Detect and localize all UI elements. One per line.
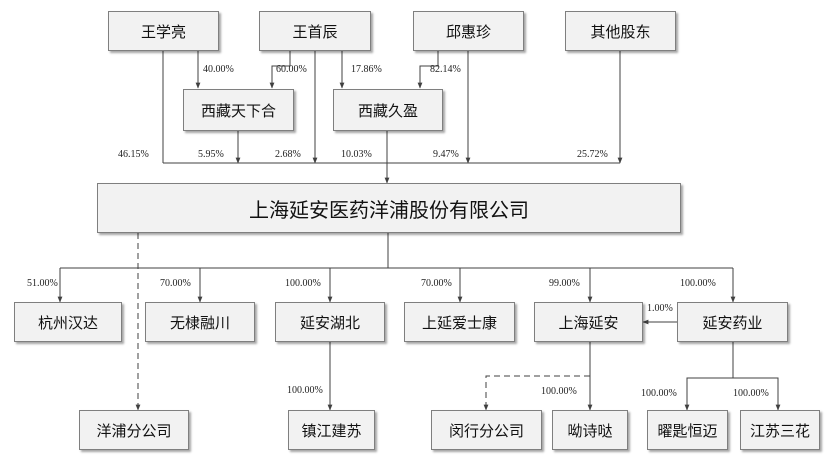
pct-main-handa: 51.00% <box>27 278 58 289</box>
pct-wsc-tianxiahe: 60.00% <box>276 64 307 75</box>
node-other-shareholders: 其他股东 <box>565 11 676 51</box>
node-yanan-yaoye: 延安药业 <box>677 302 788 342</box>
edge-shanghai-minhang-branch <box>483 375 590 411</box>
pct-shanghai-youshida: 100.00% <box>541 386 577 397</box>
pct-other-main: 25.72% <box>577 149 608 160</box>
node-minhang-branch: 闵行分公司 <box>431 410 542 450</box>
edge-yaoye-split <box>684 342 734 411</box>
node-main-company: 上海延安医药洋浦股份有限公司 <box>97 183 681 233</box>
pct-wsc-jiuying: 17.86% <box>351 64 382 75</box>
node-zhenjiang-jiansu: 镇江建苏 <box>288 410 375 450</box>
pct-wsc-main: 2.68% <box>275 149 301 160</box>
pct-main-shanghai: 99.00% <box>549 278 580 289</box>
pct-qhz-main: 9.47% <box>433 149 459 160</box>
pct-main-yaoye: 100.00% <box>680 278 716 289</box>
node-wang-shouchen: 王首辰 <box>259 11 371 51</box>
pct-tianxiahe-main: 5.95% <box>198 149 224 160</box>
node-yanan-hubei: 延安湖北 <box>275 302 385 342</box>
node-qiu-huizhen: 邱惠珍 <box>413 11 524 51</box>
edge-wsc-tianxiahe <box>269 51 291 89</box>
edge-yaoye-jiangsu <box>733 377 781 411</box>
node-youshida: 呦诗哒 <box>552 410 628 450</box>
node-shangyan-aishikang: 上延爱士康 <box>404 302 515 342</box>
node-yaochi-hengmai: 曜匙恒迈 <box>647 410 728 450</box>
pct-main-hubei: 100.00% <box>285 278 321 289</box>
pct-main-aishikang: 70.00% <box>421 278 452 289</box>
pct-hubei-zhenjiang: 100.00% <box>287 385 323 396</box>
pct-yaoye-shanghai: 1.00% <box>647 303 673 314</box>
node-wuli-rongchuan: 无棣融川 <box>145 302 255 342</box>
node-xizang-jiuying: 西藏久盈 <box>333 89 443 131</box>
pct-yaoye-jiangsu: 100.00% <box>733 388 769 399</box>
pct-wxl-tianxiahe: 40.00% <box>203 64 234 75</box>
node-yangpu-branch: 洋浦分公司 <box>79 410 189 450</box>
node-wang-xueliang: 王学亮 <box>108 11 219 51</box>
node-xizang-tianxiahe: 西藏天下合 <box>183 89 294 131</box>
node-hangzhou-handa: 杭州汉达 <box>14 302 122 342</box>
pct-yaoye-yaochi: 100.00% <box>641 388 677 399</box>
pct-jiuying-main: 10.03% <box>341 149 372 160</box>
node-shanghai-yanan: 上海延安 <box>534 302 643 342</box>
node-jiangsu-sanhua: 江苏三花 <box>740 410 820 450</box>
pct-main-wuli: 70.00% <box>160 278 191 289</box>
pct-qhz-jiuying: 82.14% <box>430 64 461 75</box>
edge-qhz-jiuying <box>417 51 439 89</box>
pct-wxl-main: 46.15% <box>118 149 149 160</box>
